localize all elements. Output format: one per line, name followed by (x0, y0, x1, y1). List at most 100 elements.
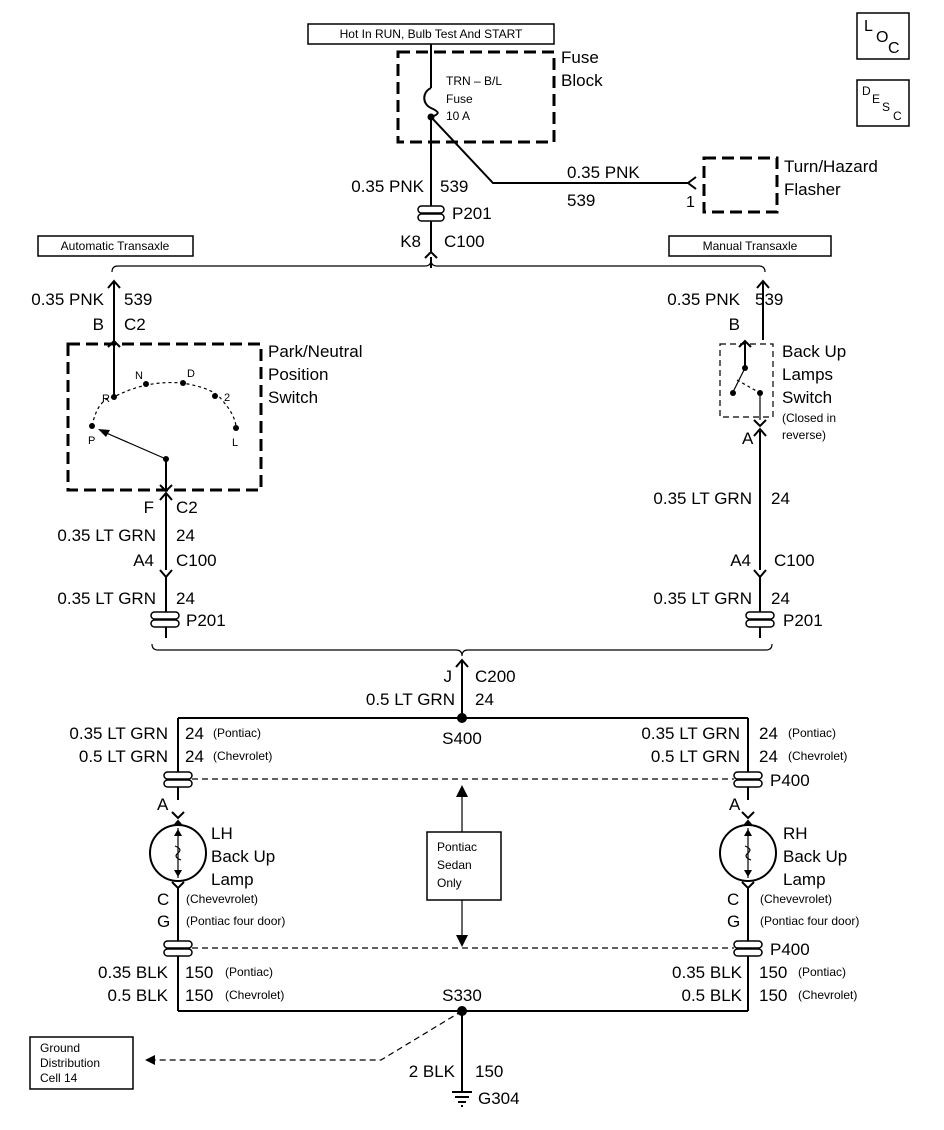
g304-label: G304 (478, 1089, 520, 1108)
ground-circuit: 150 (475, 1062, 503, 1081)
lh-c-note: (Chevevrolet) (186, 892, 258, 906)
svg-text:D: D (862, 84, 871, 98)
right-mid-gauge: 0.35 LT GRN (653, 489, 752, 508)
p201-top-label: P201 (452, 204, 492, 223)
svg-text:C: C (888, 40, 900, 57)
left-c2-conn: C2 (176, 498, 198, 517)
option-brace (111, 259, 766, 273)
p400-upper-label: P400 (770, 771, 810, 790)
loc-icon[interactable]: L O C (856, 12, 910, 60)
right-low-circuit: 24 (771, 589, 790, 608)
left-a4-pin: A4 (133, 551, 154, 570)
c100-top-conn: C100 (444, 232, 485, 251)
tl-gauge-1: 0.35 LT GRN (69, 724, 168, 743)
rh-lamp-l3: Lamp (783, 870, 826, 889)
gnd-box-l2: Distribution (40, 1056, 100, 1070)
rh-lamp-l2: Back Up (783, 847, 847, 866)
bu-switch-label-2: Lamps (782, 365, 833, 384)
center-circuit: 24 (475, 690, 494, 709)
merge-brace (151, 643, 773, 657)
backup-switch-outline (719, 343, 774, 418)
left-top-gauge: 0.35 PNK (31, 290, 104, 309)
rh-lamp-l1: RH (783, 824, 808, 843)
bl-circuit-1: 150 (185, 963, 213, 982)
tl-circuit-2: 24 (185, 747, 204, 766)
flasher-pin: 1 (686, 194, 695, 211)
flasher-label-1: Turn/Hazard (784, 157, 878, 176)
right-top-gauge: 0.35 PNK (667, 290, 740, 309)
br-note-2: (Chevrolet) (798, 988, 857, 1002)
left-p201-label: P201 (186, 611, 226, 630)
desc-icon[interactable]: D E S C (856, 79, 910, 127)
fuse-label: Fuse (446, 92, 473, 106)
left-c100-conn: C100 (176, 551, 217, 570)
power-source-label: Hot In RUN, Bulb Test And START (340, 27, 523, 41)
k8-pin: K8 (400, 232, 421, 251)
ground-icon (452, 1091, 472, 1107)
gnd-box-l3: Cell 14 (40, 1071, 78, 1085)
pontiac-box-l3: Only (437, 876, 462, 890)
bl-note-1: (Pontiac) (225, 965, 273, 979)
main-feed-gauge: 0.35 PNK (351, 177, 424, 196)
right-a4-pin: A4 (730, 551, 751, 570)
tr-gauge-2: 0.5 LT GRN (651, 747, 740, 766)
gnd-box-l1: Ground (40, 1041, 80, 1055)
left-mid-circuit: 24 (176, 526, 195, 545)
right-a-pin: A (742, 429, 754, 448)
left-mid-gauge: 0.35 LT GRN (57, 526, 156, 545)
lh-a-pin: A (157, 795, 169, 814)
fuse-symbol (423, 87, 439, 118)
fuse-name: TRN – B/L (446, 74, 502, 88)
ground-gauge: 2 BLK (409, 1062, 456, 1081)
tr-circuit-2: 24 (759, 747, 778, 766)
p400-lower-left (163, 940, 193, 957)
park-neutral-switch-outline (66, 342, 263, 492)
pos-p: P (88, 435, 95, 447)
main-feed-circuit: 539 (440, 177, 468, 196)
right-top-pin: B (729, 315, 740, 334)
tr-note-2: (Chevrolet) (788, 749, 847, 763)
lh-g-pin: G (157, 912, 170, 931)
left-p201-connector (150, 611, 180, 628)
p400-upper-right (733, 771, 763, 788)
auto-transaxle-box (37, 235, 194, 257)
pn-switch-label-3: Switch (268, 388, 318, 407)
flasher-feed-circuit: 539 (567, 191, 595, 210)
bl-gauge-1: 0.35 BLK (98, 963, 169, 982)
flasher-feed-gauge: 0.35 PNK (567, 163, 640, 182)
bu-switch-label-1: Back Up (782, 342, 846, 361)
left-f-pin: F (144, 498, 154, 517)
rh-g-note: (Pontiac four door) (760, 914, 859, 928)
s400-label: S400 (442, 729, 482, 748)
right-top-circuit: 539 (755, 290, 783, 309)
rh-a-pin: A (729, 795, 741, 814)
right-p201-label: P201 (783, 611, 823, 630)
pn-switch-label-1: Park/Neutral (268, 342, 362, 361)
bl-gauge-2: 0.5 BLK (108, 986, 169, 1005)
p400-upper-left (163, 771, 193, 788)
pontiac-box-l2: Sedan (437, 858, 472, 872)
right-p201-connector (745, 611, 775, 628)
pos-l: L (232, 437, 238, 449)
br-gauge-2: 0.5 BLK (682, 986, 743, 1005)
pos-n: N (135, 370, 143, 382)
svg-text:L: L (864, 18, 873, 35)
fuse-block-label-1: Fuse (561, 48, 599, 67)
ground-distribution-box[interactable] (29, 1036, 134, 1090)
fuse-block-label-2: Block (561, 71, 603, 90)
tl-note-2: (Chevrolet) (213, 749, 272, 763)
right-c100-conn: C100 (774, 551, 815, 570)
lh-lamp-l1: LH (211, 824, 233, 843)
svg-text:S: S (882, 100, 890, 114)
tr-note-1: (Pontiac) (788, 726, 836, 740)
left-low-gauge: 0.35 LT GRN (57, 589, 156, 608)
tl-circuit-1: 24 (185, 724, 204, 743)
bu-switch-note-2: reverse) (782, 428, 826, 442)
left-top-circuit: 539 (124, 290, 152, 309)
left-top-conn: C2 (124, 315, 146, 334)
p400-lower-right (733, 940, 763, 957)
left-top-pin: B (93, 315, 104, 334)
rh-c-pin: C (727, 890, 739, 909)
svg-text:C: C (893, 109, 902, 123)
